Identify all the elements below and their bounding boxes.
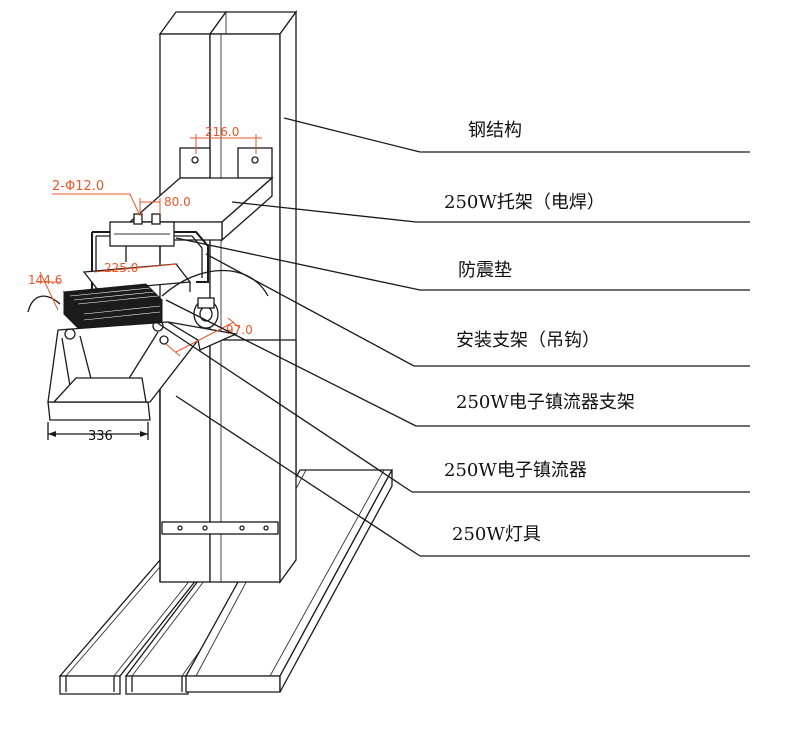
- dim-97: 97.0: [226, 323, 253, 337]
- lamp: [47, 320, 239, 421]
- label-ballast: 250W电子镇流器: [444, 460, 587, 481]
- label-ballast-bracket: 250W电子镇流器支架: [456, 392, 635, 413]
- label-steel-structure: 钢结构: [468, 120, 522, 141]
- dim-80: 80.0: [164, 195, 191, 209]
- dim-225: 225.0: [104, 261, 138, 275]
- label-lamp: 250W灯具: [452, 524, 541, 545]
- dim-hole-spec: 2-Φ12.0: [52, 179, 104, 194]
- lamp-socket: [193, 297, 219, 329]
- anti-vibration-pad: [109, 213, 175, 262]
- label-mounting-bracket: 安装支架（吊钩）: [456, 330, 600, 351]
- base-channels: [58, 469, 394, 695]
- base-plate: [161, 521, 279, 535]
- steel-column-front: [159, 339, 297, 584]
- dim-336: 336: [88, 429, 113, 444]
- label-bracket-welded: 250W托架（电焊）: [444, 192, 605, 213]
- dim-144: 144.6: [28, 273, 62, 287]
- dimension-336: [47, 422, 149, 440]
- ballast: [27, 269, 269, 332]
- dimension-lines: [36, 134, 262, 357]
- callout-leaders: [155, 117, 750, 557]
- dim-216: 216.0: [205, 125, 239, 139]
- label-anti-vibration-pad: 防震垫: [458, 260, 512, 281]
